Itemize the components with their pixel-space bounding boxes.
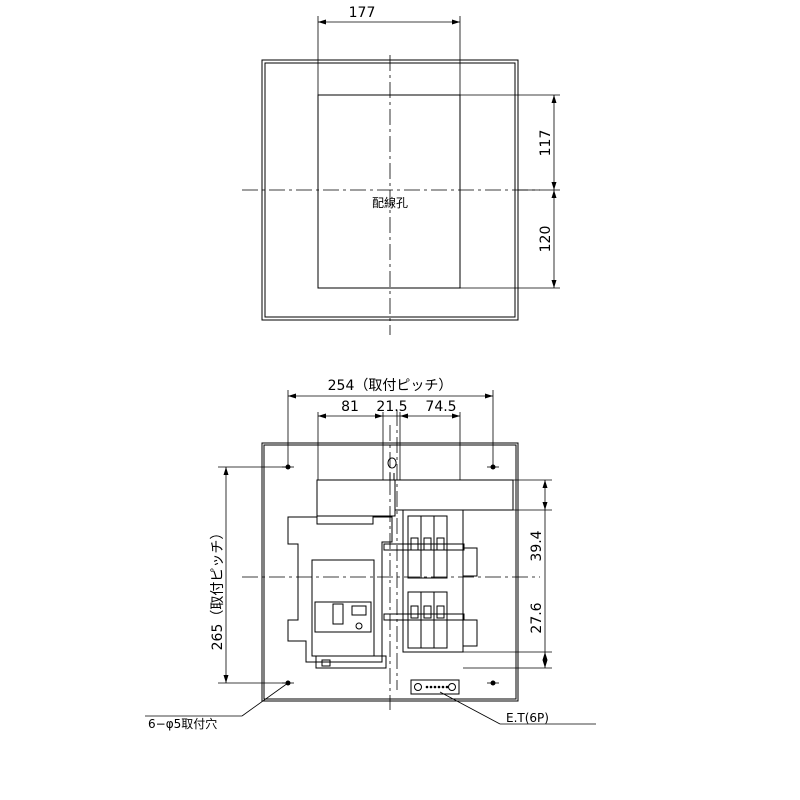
branch-breaker-3 — [433, 515, 448, 579]
dim-120-label: 120 — [538, 226, 554, 253]
arrow-265-top — [223, 467, 229, 475]
upper-wiring-space — [316, 479, 396, 517]
dim-27-6-label: 27.6 — [529, 602, 545, 633]
arrow-265-bottom — [223, 675, 229, 683]
branch-breaker-2 — [420, 515, 435, 579]
main-breaker-foot — [321, 659, 331, 667]
branch-breaker-1 — [407, 515, 422, 579]
dim-21-5-label: 21.5 — [376, 399, 407, 415]
main-breaker-base — [315, 655, 387, 669]
arrow-117-top — [551, 95, 557, 103]
branch-handle-6 — [436, 605, 445, 619]
main-breaker-plate — [287, 516, 393, 663]
branch-breakers-lower — [383, 591, 465, 649]
dim-254-label: 254（取付ピッチ） — [328, 378, 453, 394]
right-terminal-block-lower — [462, 619, 478, 647]
branch-handle-5 — [423, 605, 432, 619]
bottom-view: 254（取付ピッチ） 81 21.5 74.5 265（取付ピッチ） 39.4 … — [145, 378, 596, 731]
terminal-leader — [439, 691, 501, 725]
arrow-120-bottom — [551, 280, 557, 288]
branch-handle-4 — [410, 605, 419, 619]
main-breaker-window — [314, 601, 372, 633]
arrow-177-left — [318, 19, 326, 25]
breaker-rail — [402, 509, 464, 653]
wiring-hole — [317, 94, 461, 289]
right-wiring-space — [394, 479, 514, 511]
busbar-upper — [383, 543, 465, 551]
earth-terminal-screw-left — [414, 683, 422, 691]
wiring-hole-label: 配線孔 — [372, 195, 408, 210]
keyhole — [387, 457, 397, 481]
dim-177-label: 177 — [349, 5, 376, 21]
main-breaker-test-button — [351, 605, 367, 616]
arrow-254-right — [485, 393, 493, 399]
terminal-label: E.T(6P) — [506, 711, 549, 725]
dim-39-4-label: 39.4 — [529, 530, 545, 561]
dim-74-5-label: 74.5 — [425, 399, 456, 415]
branch-breakers-upper — [383, 515, 465, 579]
right-terminal-block-upper — [462, 547, 478, 577]
main-breaker-handle — [332, 603, 344, 625]
mount-holes — [282, 457, 499, 686]
busbar-lower — [383, 613, 465, 621]
arrow-177-right — [452, 19, 460, 25]
arrow-117-bottom — [551, 182, 557, 190]
dim-265-label: 265（取付ピッチ） — [210, 526, 226, 651]
dim-117-label: 117 — [538, 130, 554, 157]
main-breaker-indicator — [355, 622, 363, 630]
top-view: 177 117 120 配線孔 — [242, 5, 560, 335]
earth-terminal-pins — [425, 685, 449, 689]
earth-terminal-block — [410, 679, 460, 695]
mount-hole-leader — [241, 682, 289, 717]
earth-terminal-screw-right — [448, 683, 456, 691]
arrow-254-left — [288, 393, 296, 399]
mount-hole-label: 6−φ5取付穴 — [148, 716, 217, 731]
dim-81-label: 81 — [341, 399, 359, 415]
arrow-120-top — [551, 190, 557, 198]
